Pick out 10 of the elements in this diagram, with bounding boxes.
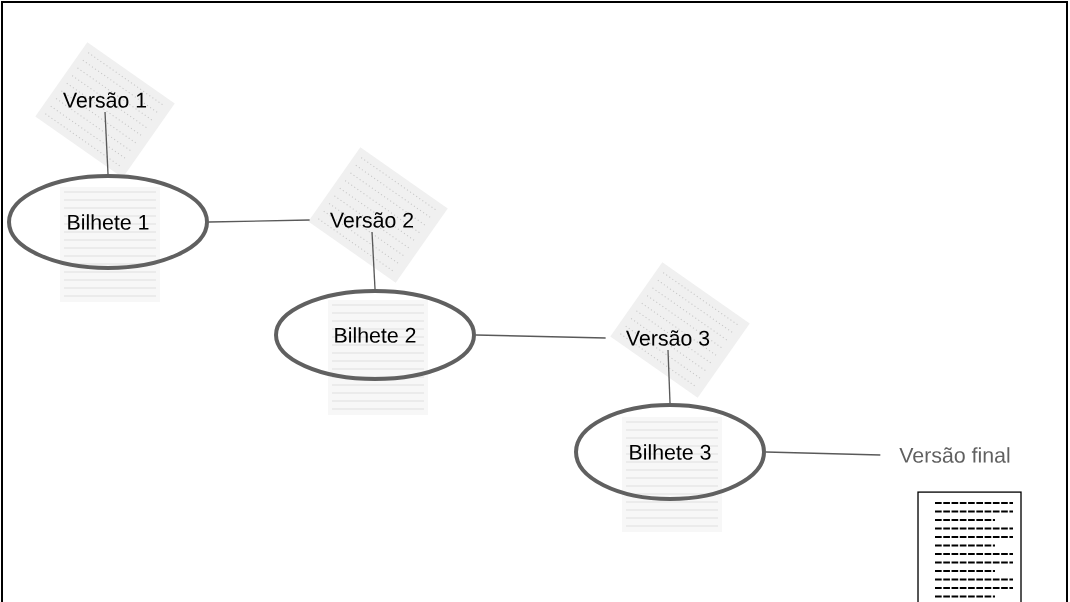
connector-line xyxy=(371,231,376,290)
version-label: Versão final xyxy=(899,447,1010,463)
connector-line xyxy=(667,349,671,404)
version-label: Versão 2 xyxy=(330,212,413,228)
version-label: Versão 1 xyxy=(63,92,147,108)
connector-line xyxy=(765,451,881,456)
version-label: Versão 3 xyxy=(626,330,710,346)
connector-line xyxy=(475,334,607,339)
connector-line xyxy=(104,111,109,175)
connector-line xyxy=(208,219,311,223)
